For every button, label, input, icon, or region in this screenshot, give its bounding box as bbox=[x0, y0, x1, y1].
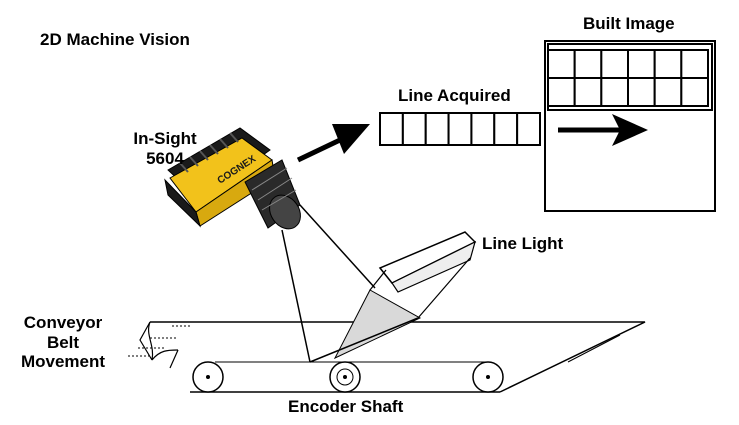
movement-arrows bbox=[128, 325, 190, 357]
built-image-grid bbox=[547, 49, 709, 107]
built-image-cell bbox=[547, 77, 576, 107]
line-acquired-cell bbox=[379, 112, 404, 146]
line-acquired-cell bbox=[447, 112, 473, 146]
line-light-fixture bbox=[369, 231, 477, 319]
built-image-cell bbox=[573, 77, 603, 107]
built-image-cell bbox=[653, 77, 683, 107]
line-acquired-cell bbox=[516, 112, 542, 146]
camera-lens bbox=[244, 159, 301, 230]
line-acquired-cell bbox=[470, 112, 496, 146]
built-image-cell bbox=[627, 77, 656, 107]
conveyor-label: Conveyor Belt Movement bbox=[8, 313, 118, 372]
built-image-cell bbox=[680, 49, 709, 79]
built-image-frame bbox=[544, 40, 716, 212]
built-image-cell bbox=[600, 77, 629, 107]
conveyor-label-line1: Conveyor bbox=[23, 313, 103, 332]
line-acquired-cell bbox=[401, 112, 427, 146]
camera-model-label: In-Sight 5604 bbox=[120, 129, 210, 168]
camera: COGNEX bbox=[164, 127, 301, 230]
diagram-title: 2D Machine Vision bbox=[40, 30, 190, 49]
conveyor-label-line3: Movement bbox=[20, 352, 106, 372]
light-beam bbox=[333, 289, 422, 360]
scan-direction-arrow bbox=[558, 114, 648, 146]
built-image-cell bbox=[653, 49, 683, 79]
built-image-cell bbox=[680, 77, 709, 107]
conveyor-label-line2: Belt bbox=[46, 332, 80, 352]
built-image-label: Built Image bbox=[583, 14, 675, 33]
built-image-cell bbox=[600, 49, 629, 79]
line-acquired-strip bbox=[379, 112, 542, 146]
built-image-cell bbox=[627, 49, 656, 79]
encoder-roller bbox=[329, 361, 361, 393]
encoder-shaft-label: Encoder Shaft bbox=[288, 397, 404, 416]
line-acquired-label: Line Acquired bbox=[398, 86, 511, 105]
built-image-cell bbox=[573, 49, 603, 79]
camera-label-line2: 5604 bbox=[146, 148, 184, 168]
line-light-label: Line Light bbox=[482, 234, 564, 253]
camera-heatsink bbox=[179, 132, 239, 173]
line-acquired-cell bbox=[424, 112, 450, 146]
camera-label-line1: In-Sight bbox=[133, 129, 197, 148]
built-image-cell bbox=[547, 49, 576, 79]
line-acquired-cell bbox=[493, 112, 519, 146]
camera-view-lines bbox=[281, 204, 419, 363]
conveyor-belt bbox=[139, 321, 646, 393]
roller-right bbox=[472, 361, 504, 393]
acquisition-arrow bbox=[296, 124, 370, 163]
roller-left bbox=[192, 361, 224, 393]
